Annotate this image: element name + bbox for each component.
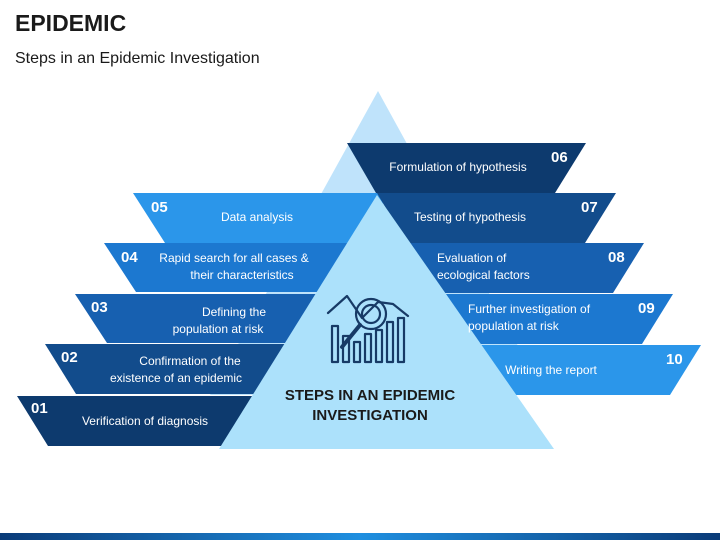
page-subtitle: Steps in an Epidemic Investigation [15,50,260,67]
step-band-01 [17,396,279,446]
step-band-07 [377,193,616,243]
center-label-line1: STEPS IN AN EPIDEMIC [285,387,455,404]
step-band-04 [104,243,365,292]
step-label-05: Data analysis [221,210,293,224]
step-number-03: 03 [91,299,108,316]
step-number-06: 06 [551,149,568,166]
step-number-09: 09 [638,300,655,317]
step-label-09-line2: population at risk [468,319,560,333]
chart-magnifier-icon [326,294,410,364]
step-label-01: Verification of diagnosis [82,414,208,428]
step-label-06: Formulation of hypothesis [389,160,526,174]
step-number-02: 02 [61,349,78,366]
step-label-08-line2: ecological factors [437,268,530,282]
step-label-02-line1: Confirmation of the [139,354,241,368]
step-label-04-line1: Rapid search for all cases & [159,251,308,265]
step-band-06 [347,143,586,193]
step-label-04-line2: their characteristics [190,268,293,282]
step-number-10: 10 [666,351,683,368]
step-label-07: Testing of hypothesis [414,210,526,224]
step-number-01: 01 [31,400,48,417]
step-label-03-line2: population at risk [173,322,265,336]
step-band-05 [133,193,391,243]
step-band-09 [432,294,673,344]
step-label-08-line1: Evaluation of [437,251,507,265]
page-title: EPIDEMIC [15,10,127,36]
step-label-09-line1: Further investigation of [468,302,591,316]
step-band-10 [460,345,701,395]
center-label-line2: INVESTIGATION [312,407,428,424]
bottom-accent-bar [0,533,720,540]
step-number-05: 05 [151,199,168,216]
step-band-08 [405,243,644,293]
step-number-08: 08 [608,249,625,266]
step-band-02 [45,344,308,394]
step-label-03-line1: Defining the [202,305,266,319]
step-band-03 [75,294,336,343]
step-label-10: Writing the report [505,363,597,377]
step-label-02-line2: existence of an epidemic [110,371,242,385]
step-number-07: 07 [581,199,598,216]
step-number-04: 04 [121,249,138,266]
